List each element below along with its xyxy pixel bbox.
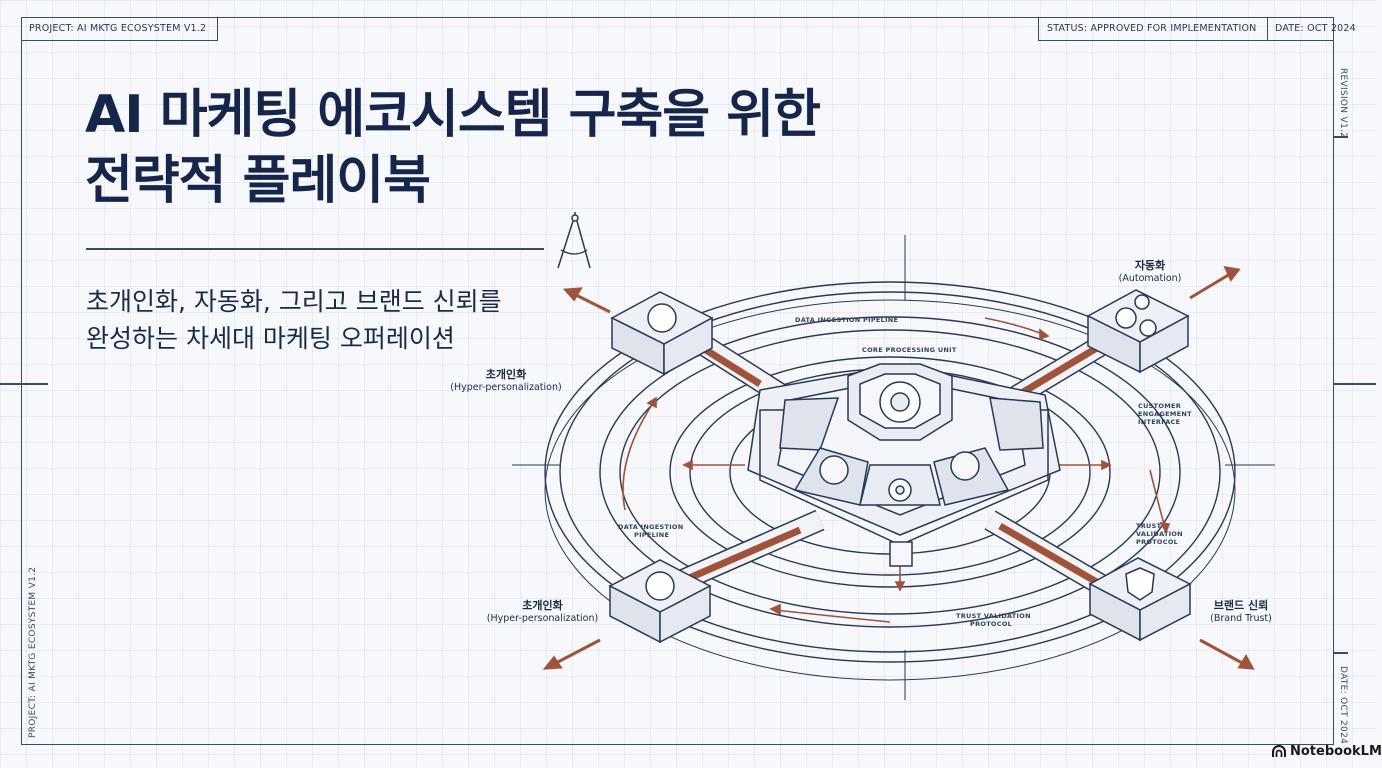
- brain-icon: [647, 303, 677, 333]
- notebooklm-watermark: NotebookLM: [1272, 744, 1382, 759]
- date-cell: DATE: OCT 2024: [1267, 17, 1356, 41]
- core-label: CORE PROCESSING UNIT: [862, 346, 957, 354]
- ring-right-label-3: INTERFACE: [1138, 418, 1180, 426]
- compass-icon: [557, 212, 591, 269]
- node-top-left: [610, 291, 714, 376]
- spoke-bottom-right: [984, 510, 1116, 600]
- title-line-2: 전략적 플레이북: [85, 151, 431, 211]
- title-block: PROJECT: AI MKTG ECOSYSTEM V1.2 STATUS: …: [21, 17, 1356, 41]
- outer-ring-inner: [559, 291, 1221, 653]
- ring-left-label-1: DATA INGESTION: [618, 523, 683, 531]
- title-line-1: AI 마케팅 에코시스템 구축을 위한: [85, 85, 821, 145]
- right-registration-tick: [1334, 383, 1376, 385]
- ring-right-label-1: CUSTOMER: [1138, 402, 1181, 410]
- middle-ring-inner: [619, 329, 1161, 615]
- middle-ring-outer: [599, 316, 1181, 628]
- blueprint-frame: [21, 17, 1334, 745]
- node-bottom-right: [1088, 557, 1192, 642]
- trust-label-2: VALIDATION: [1136, 530, 1183, 538]
- left-registration-tick: [0, 383, 48, 385]
- ring-top-label: DATA INGESTION PIPELINE: [795, 316, 898, 324]
- right-lower-divider: [1334, 652, 1348, 654]
- ring-right-label-2: ENGAGEMENT: [1138, 410, 1192, 418]
- left-project-vertical-text: PROJECT: AI MKTG ECOSYSTEM V1.2: [28, 566, 38, 738]
- shield-icon: [1125, 567, 1155, 601]
- trust-label-1: TRUST: [1136, 522, 1162, 530]
- spoke-top-right: [1004, 330, 1116, 410]
- label-brand-trust: 브랜드 신뢰 (Brand Trust): [1210, 599, 1272, 624]
- notebooklm-logo-icon: [1272, 744, 1286, 757]
- brain-icon-2: [645, 571, 675, 601]
- node-top-right: [1086, 289, 1190, 374]
- label-hyper-personalization-top: 초개인화 (Hyper-personalization): [450, 368, 562, 393]
- page-title: AI 마케팅 에코시스템 구축을 위한 전략적 플레이북: [85, 82, 945, 214]
- revision-vertical-text: REVISION V1.2: [1338, 68, 1348, 139]
- subtitle-line-1: 초개인화, 자동화, 그리고 브랜드 신뢰를: [86, 287, 502, 316]
- right-divider-tick: [1334, 136, 1348, 138]
- label-hyper-personalization-bottom: 초개인화 (Hyper-personalization): [486, 599, 599, 624]
- project-cell: PROJECT: AI MKTG ECOSYSTEM V1.2: [21, 17, 218, 41]
- subtitle-line-2: 완성하는 차세대 마케팅 오퍼레이션: [86, 324, 455, 353]
- gears-icon: [1115, 307, 1137, 329]
- ring-left-label-2: PIPELINE: [634, 531, 669, 539]
- title-rule: [86, 248, 544, 250]
- node-bottom-left: [608, 559, 712, 644]
- brand-name: NotebookLM: [1290, 744, 1382, 759]
- core-processing-unit: [747, 363, 1061, 567]
- ecosystem-diagram: DATA INGESTION PIPELINE CORE PROCESSING …: [512, 235, 1275, 700]
- ring-bottom-label-2: PROTOCOL: [970, 620, 1012, 628]
- outer-ring-base: [544, 299, 1236, 681]
- label-automation: 자동화 (Automation): [1118, 259, 1182, 284]
- inner-ring-outer: [669, 356, 1111, 588]
- status-cell: STATUS: APPROVED FOR IMPLEMENTATION: [1038, 17, 1268, 41]
- right-date-vertical-text: DATE: OCT 2024: [1338, 666, 1348, 745]
- outer-ring-outer: [544, 281, 1236, 663]
- trust-label-3: PROTOCOL: [1136, 538, 1178, 546]
- subtitle: 초개인화, 자동화, 그리고 브랜드 신뢰를 완성하는 차세대 마케팅 오퍼레이…: [86, 283, 556, 357]
- ring-bottom-label-1: TRUST VALIDATION: [956, 612, 1031, 620]
